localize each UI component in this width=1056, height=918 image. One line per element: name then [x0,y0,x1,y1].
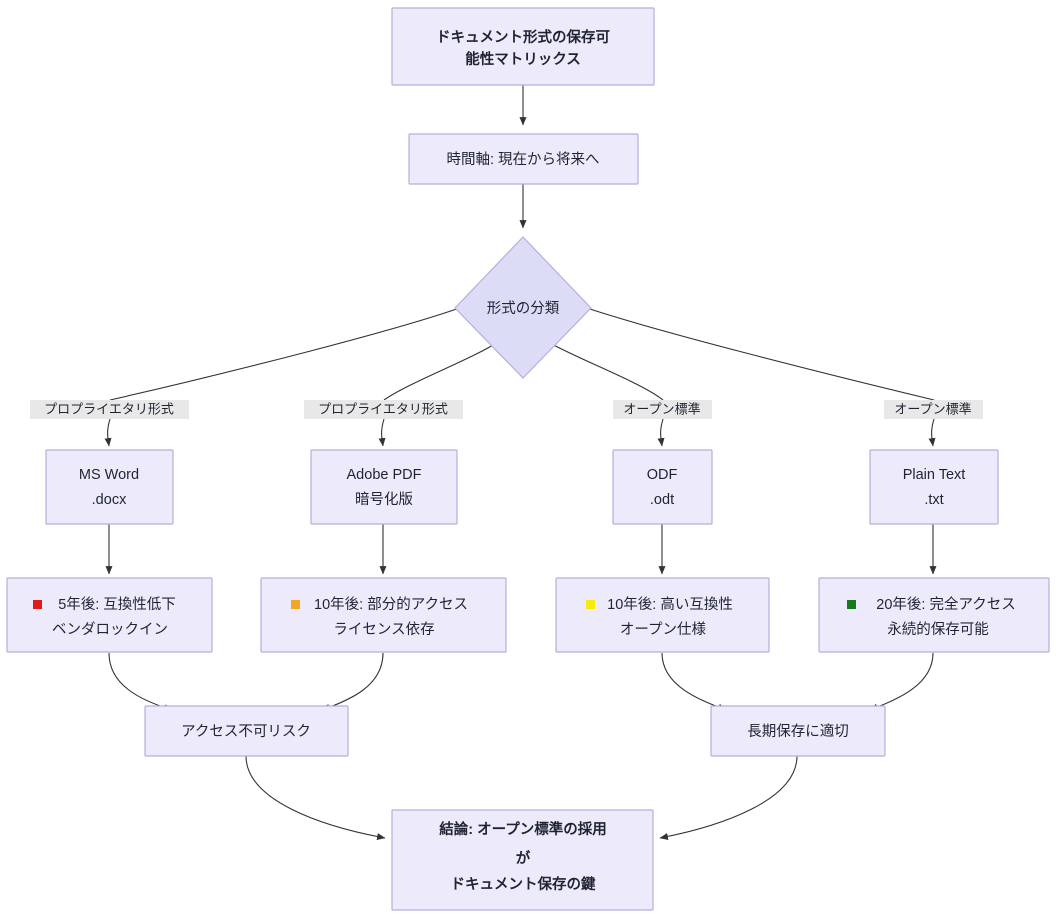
node-outcome-5-years-line1: 5年後: 互換性低下 [58,596,176,613]
node-format-adobe-pdf-name: Adobe PDF [347,467,422,483]
node-summary-access-risk-box[interactable] [144,705,349,757]
node-format-adobe-pdf[interactable]: Adobe PDF 暗号化版 [310,449,458,525]
node-timeline-label: 時間軸: 現在から将来へ [446,151,599,168]
node-decision-label: 形式の分類 [487,300,560,317]
edge-outcome-1-to-risk [108,652,173,711]
node-format-ms-word-ext: .docx [92,492,127,508]
status-marker-red [33,600,42,609]
edge-label-bg-2 [304,400,463,419]
node-conclusion-line1: 結論: オープン標準の採用 [439,820,607,838]
node-outcome-10-years-high-box[interactable] [555,577,770,653]
edge-decision-to-label-3 [547,341,664,401]
node-format-odf[interactable]: ODF .odt [612,449,713,525]
node-conclusion[interactable]: 結論: オープン標準の採用 が ドキュメント保存の鍵 [391,809,654,911]
node-format-ms-word[interactable]: MS Word .docx [45,449,174,525]
node-format-ms-word-name: MS Word [79,467,139,483]
node-format-adobe-pdf-box[interactable] [310,449,458,525]
edge-outcome-3-to-longterm [661,652,727,711]
edge-label-bg-1 [30,400,189,419]
node-conclusion-line2: が [516,849,531,867]
edge-label-openstandard-2: オープン標準 [884,400,983,419]
node-outcome-10-years-partial-box[interactable] [260,577,507,653]
node-outcome-20-years-line1: 20年後: 完全アクセス [876,595,1015,613]
edge-label-bg-3 [613,400,712,419]
node-outcome-20-years-line2: 永続的保存可能 [887,621,989,638]
node-format-odf-box[interactable] [612,449,713,525]
node-summary-long-term-label: 長期保存に適切 [747,722,849,740]
edge-risk-to-conclusion [245,755,386,841]
edge-label-bg-4 [884,400,983,419]
edge-longterm-to-conclusion [659,755,798,840]
node-conclusion-box[interactable] [391,809,654,911]
node-format-plain-text-ext: .txt [924,492,943,508]
status-marker-orange [291,600,300,609]
node-outcome-10-years-partial-line2: ライセンス依存 [333,621,434,638]
node-decision-diamond[interactable] [454,236,592,379]
edge-label-proprietary-1: プロプライエタリ形式 [30,400,189,419]
node-summary-access-risk-label: アクセス不可リスク [181,723,311,740]
node-title-line1: ドキュメント形式の保存可 [436,28,610,46]
node-summary-access-risk[interactable]: アクセス不可リスク [144,705,349,757]
node-outcome-10-years-partial-line1: 10年後: 部分的アクセス [314,596,468,613]
node-outcome-5-years-box[interactable] [6,577,213,653]
edge-decision-to-label-2 [383,341,499,401]
edge-label-1-to-msword [104,418,112,447]
node-format-odf-name: ODF [647,467,678,483]
node-format-adobe-pdf-ext: 暗号化版 [355,491,413,508]
node-title-line2: 能性マトリックス [465,50,581,68]
node-outcome-10-years-high[interactable]: 10年後: 高い互換性 オープン仕様 [555,577,770,653]
edge-outcome-4-to-longterm [869,652,934,711]
edge-label-3-to-odf [657,418,665,447]
edge-label-proprietary-2: プロプライエタリ形式 [304,400,463,419]
node-conclusion-line3: ドキュメント保存の鍵 [451,875,596,893]
node-timeline-box[interactable] [408,133,639,185]
node-summary-long-term-box[interactable] [710,705,886,757]
node-outcome-5-years[interactable]: 5年後: 互換性低下 ベンダロックイン [6,577,213,653]
status-marker-green [847,600,856,609]
edge-decision-to-label-4 [577,304,935,401]
node-format-plain-text[interactable]: Plain Text .txt [869,449,999,525]
node-outcome-10-years-high-line2: オープン仕様 [620,621,707,638]
edge-label-openstandard-1: オープン標準 [613,400,712,419]
edge-label-text-2: プロプライエタリ形式 [318,401,448,416]
node-outcome-5-years-line2: ベンダロックイン [52,621,168,638]
edge-label-text-3: オープン標準 [623,401,700,416]
node-title-box[interactable] [391,7,655,86]
edge-decision-to-label-1 [109,304,469,401]
node-timeline[interactable]: 時間軸: 現在から将来へ [408,133,639,185]
node-outcome-10-years-high-line1: 10年後: 高い互換性 [607,596,733,613]
edge-label-4-to-plaintext [928,418,936,447]
node-format-plain-text-name: Plain Text [903,467,966,483]
status-marker-yellow [586,600,595,609]
node-title[interactable]: ドキュメント形式の保存可 能性マトリックス [391,7,655,86]
node-outcome-20-years-box[interactable] [818,577,1050,653]
node-outcome-10-years-partial[interactable]: 10年後: 部分的アクセス ライセンス依存 [260,577,507,653]
node-format-ms-word-box[interactable] [45,449,174,525]
node-decision[interactable]: 形式の分類 [454,236,592,379]
edge-outcome-2-to-risk [321,652,384,711]
edges-layer [104,85,937,841]
node-format-plain-text-box[interactable] [869,449,999,525]
edge-label-text-1: プロプライエタリ形式 [44,401,174,416]
edge-label-text-4: オープン標準 [894,401,971,416]
node-summary-long-term[interactable]: 長期保存に適切 [710,705,886,757]
node-outcome-20-years[interactable]: 20年後: 完全アクセス 永続的保存可能 [818,577,1050,653]
node-format-odf-ext: .odt [650,492,674,508]
edge-label-2-to-pdf [378,418,386,447]
